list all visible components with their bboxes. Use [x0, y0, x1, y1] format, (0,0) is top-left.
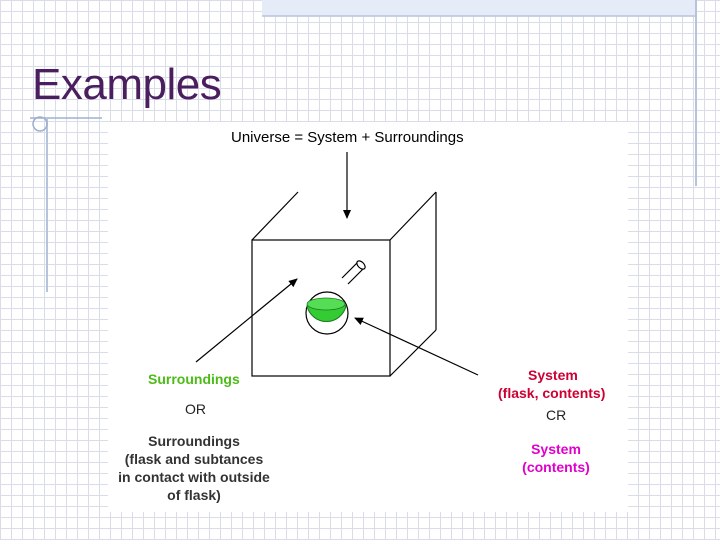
flask-icon — [305, 260, 366, 335]
system-alt-line1: System — [531, 441, 581, 457]
surroundings-label: Surroundings — [148, 371, 240, 387]
surroundings-alt-line4: of flask) — [167, 487, 221, 503]
or-right-label: CR — [546, 407, 567, 423]
system-label-line1: System — [528, 367, 578, 383]
slide-title: Examples — [32, 60, 222, 109]
surroundings-alt-line1: Surroundings — [148, 433, 240, 449]
surroundings-alt-label: Surroundings (flask and subtances in con… — [112, 432, 276, 504]
system-alt-label: System (contents) — [515, 440, 597, 476]
system-alt-line2: (contents) — [522, 459, 590, 475]
surroundings-alt-line2: (flask and subtances — [124, 451, 264, 467]
figure-background — [108, 122, 628, 512]
surroundings-arrow — [195, 278, 298, 363]
corner-circle — [32, 116, 48, 132]
system-arrow — [354, 317, 479, 376]
surroundings-alt-line3: in contact with outside — [118, 469, 270, 485]
system-label-line2: (flask, contents) — [498, 385, 606, 401]
container-box — [251, 191, 437, 377]
top-band — [262, 0, 696, 16]
diagram-heading: Universe = System + Surroundings — [231, 129, 464, 146]
box-front-face — [251, 239, 391, 377]
or-left-label: OR — [185, 401, 206, 417]
system-label: System (flask, contents) — [498, 366, 605, 402]
